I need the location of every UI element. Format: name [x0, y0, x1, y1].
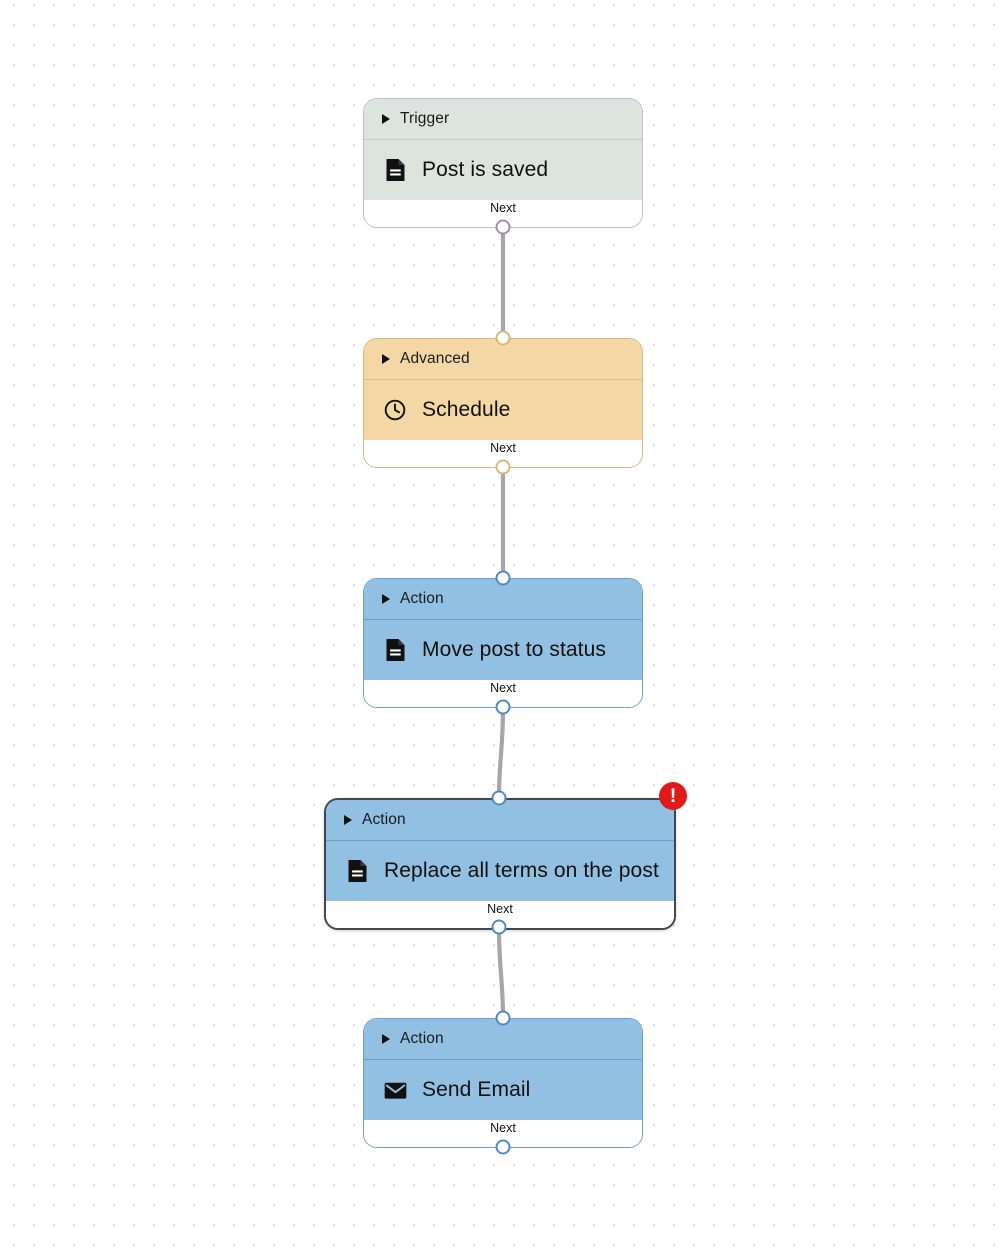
node-title: Replace all terms on the post [384, 859, 659, 882]
port-action2-in[interactable] [491, 790, 507, 806]
node-body[interactable]: Post is saved [364, 140, 642, 200]
port-advanced-in[interactable] [495, 330, 511, 346]
edge-action2-to-action3[interactable] [496, 924, 506, 1021]
edge-action1-to-action2[interactable] [496, 704, 506, 801]
clock-icon [382, 397, 408, 423]
node-body[interactable]: Move post to status [364, 620, 642, 680]
node-body[interactable]: Send Email [364, 1060, 642, 1120]
node-header[interactable]: Action [326, 800, 674, 841]
port-action2-out[interactable] [491, 919, 507, 935]
caret-right-icon[interactable] [382, 594, 390, 604]
node-title: Move post to status [422, 638, 606, 661]
port-action3-in[interactable] [495, 1010, 511, 1026]
node-header[interactable]: Action [364, 1019, 642, 1060]
node-title: Send Email [422, 1078, 531, 1101]
error-exclamation-glyph: ! [669, 785, 677, 807]
envelope-icon [382, 1077, 408, 1103]
caret-right-icon[interactable] [382, 354, 390, 364]
caret-right-icon[interactable] [344, 815, 352, 825]
node-title: Post is saved [422, 158, 549, 181]
node-header[interactable]: Action [364, 579, 642, 620]
node-category-label: Advanced [400, 350, 470, 367]
node-category-label: Action [400, 590, 444, 607]
node-body[interactable]: Replace all terms on the post [326, 841, 674, 901]
port-action3-out[interactable] [495, 1139, 511, 1155]
node-title: Schedule [422, 398, 511, 421]
node-header[interactable]: Trigger [364, 99, 642, 140]
document-icon [382, 157, 408, 183]
port-trigger-out[interactable] [495, 219, 511, 235]
document-icon [382, 637, 408, 663]
node-category-label: Action [400, 1030, 444, 1047]
error-icon[interactable]: ! [659, 782, 687, 810]
port-action1-out[interactable] [495, 699, 511, 715]
port-advanced-out[interactable] [495, 459, 511, 475]
node-category-label: Trigger [400, 110, 450, 127]
port-action1-in[interactable] [495, 570, 511, 586]
node-body[interactable]: Schedule [364, 380, 642, 440]
node-header[interactable]: Advanced [364, 339, 642, 380]
document-icon [344, 858, 370, 884]
node-category-label: Action [362, 811, 406, 828]
caret-right-icon[interactable] [382, 114, 390, 124]
caret-right-icon[interactable] [382, 1034, 390, 1044]
